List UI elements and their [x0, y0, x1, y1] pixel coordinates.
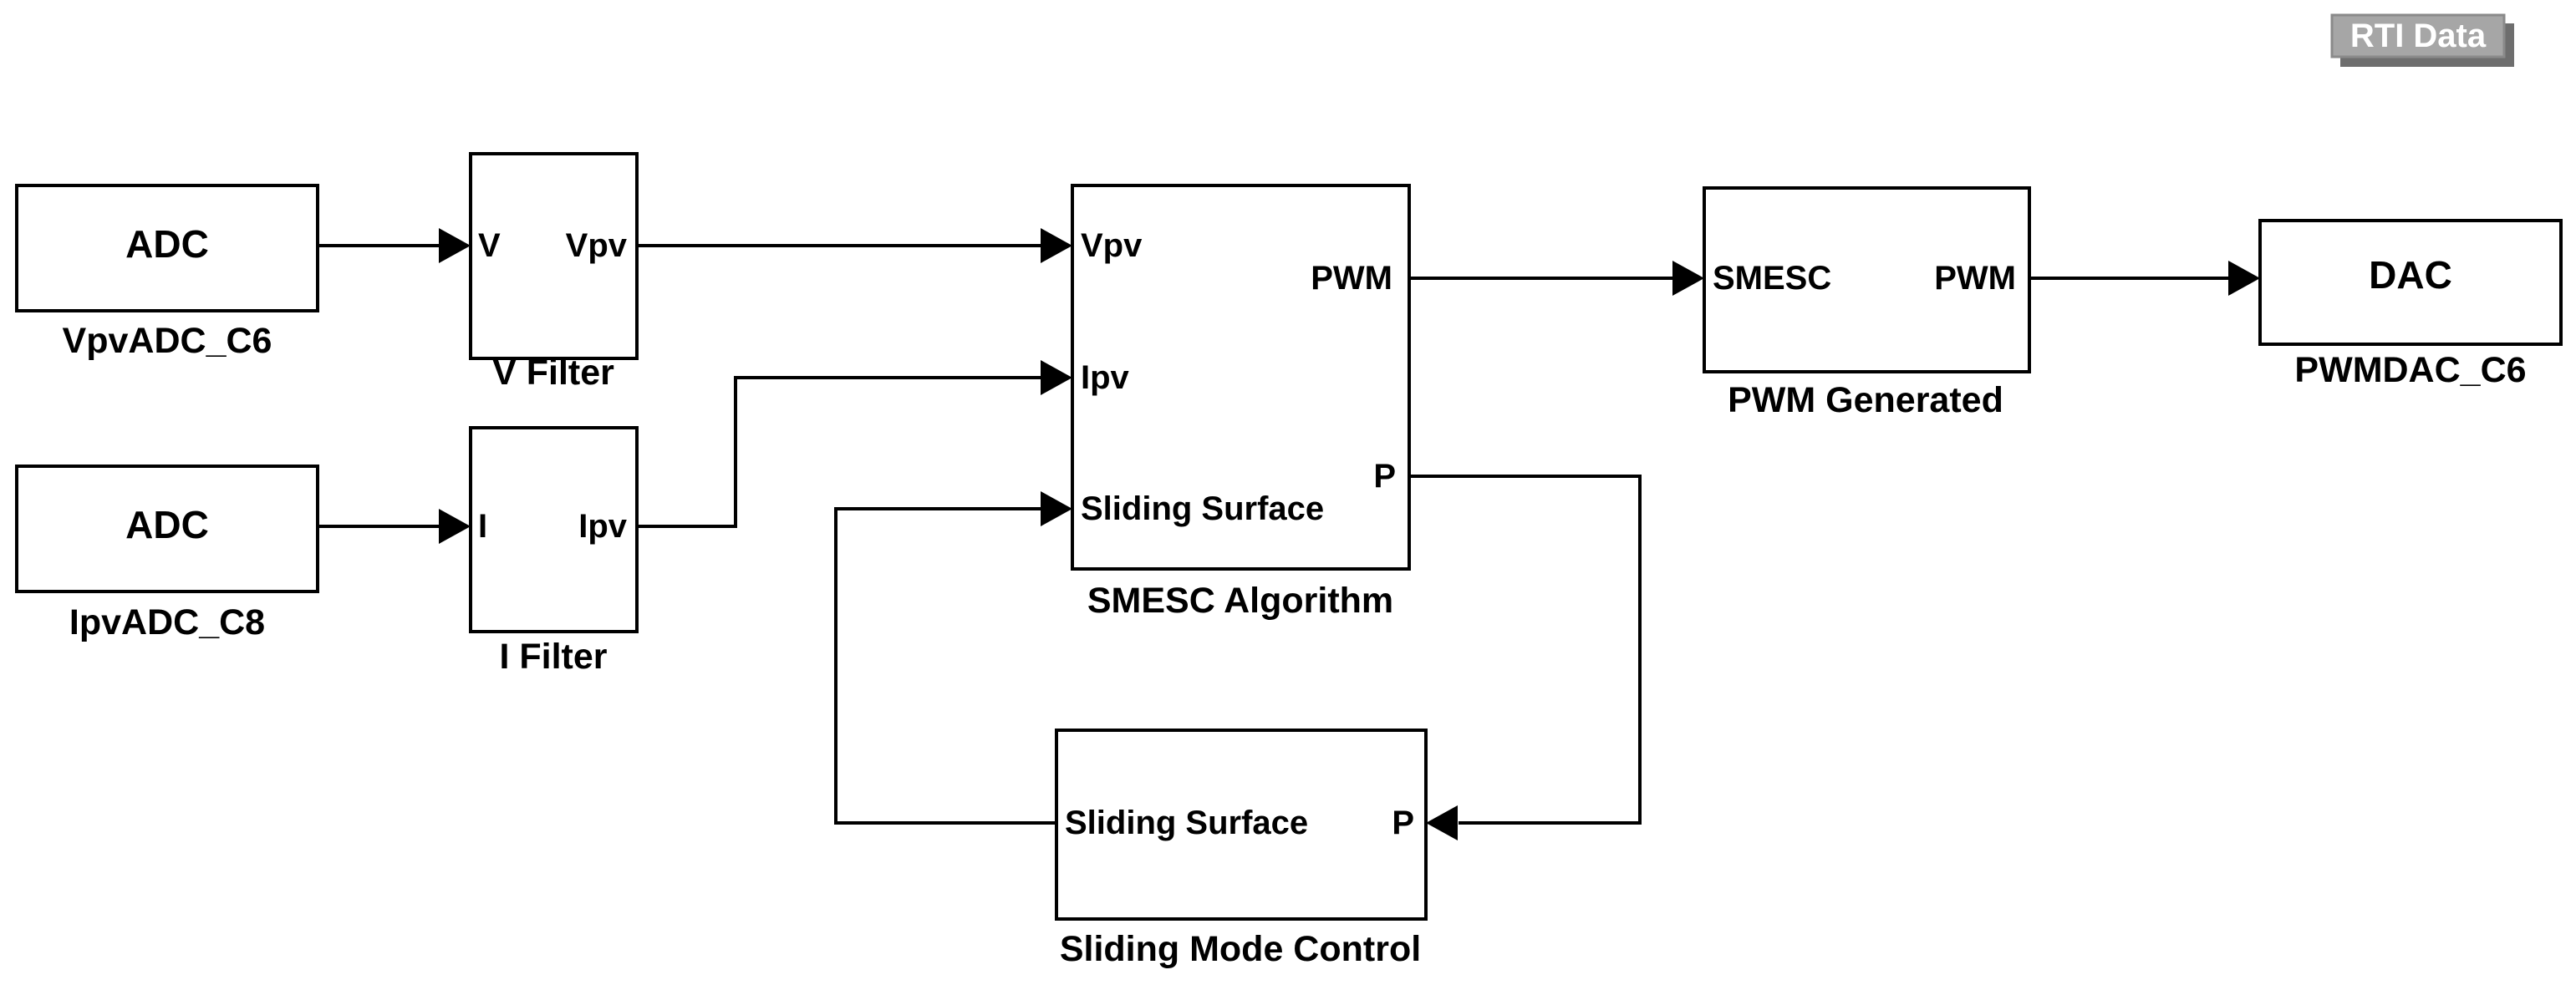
arrow-smesc-vpv-in [1041, 228, 1072, 263]
ipvadc-box [15, 465, 319, 593]
rti-data-badge-face [2330, 13, 2506, 58]
v-filter-in-port: V [478, 227, 501, 264]
arrow-smesc-sliding-in [1041, 491, 1072, 526]
pwm-generated-out-port: PWM [1934, 260, 2016, 297]
pwmdac-inner-label: DAC [2369, 253, 2452, 297]
ipvadc-name: IpvADC_C8 [69, 602, 265, 642]
pwmdac-box [2258, 219, 2563, 346]
block-pwm-generated[interactable]: SMESC PWM PWM Generated [1703, 186, 2031, 420]
arrow-ifilter-in [439, 509, 471, 544]
arrow-vfilter-in [439, 228, 471, 263]
smc-p-port: P [1392, 805, 1414, 841]
smesc-pwm-port: PWM [1311, 260, 1392, 297]
pwm-generated-name: PWM Generated [1728, 380, 2003, 420]
smesc-ipv-port: Ipv [1081, 359, 1130, 396]
arrow-pwmgen-in [1672, 261, 1704, 296]
vpvadc-name: VpvADC_C6 [63, 321, 272, 361]
wire-ifilter-to-smesc [637, 376, 1042, 528]
vpvadc-box [15, 184, 319, 312]
rti-data-badge[interactable]: RTI Data [2330, 13, 2514, 67]
smesc-box [1071, 184, 1411, 571]
i-filter-in-port: I [478, 508, 487, 545]
i-filter-name: I Filter [499, 637, 607, 677]
smc-box [1055, 729, 1428, 921]
smesc-vpv-port: Vpv [1081, 227, 1143, 264]
v-filter-out-port: Vpv [566, 227, 628, 264]
block-sliding-mode-control[interactable]: P Sliding Surface Sliding Mode Control [1055, 729, 1428, 969]
smesc-sliding-surface-port: Sliding Surface [1081, 490, 1324, 527]
arrow-smc-p-in [1426, 805, 1458, 840]
arrow-dac-in [2228, 261, 2260, 296]
block-smesc-algorithm[interactable]: Vpv Ipv Sliding Surface PWM P SMESC Algo… [1071, 184, 1411, 621]
rti-data-label: RTI Data [2350, 18, 2487, 54]
wire-smc-to-smesc [834, 507, 1056, 825]
i-filter-box [469, 426, 639, 633]
ipvadc-inner-label: ADC [125, 503, 209, 546]
pwmdac-name: PWMDAC_C6 [2294, 350, 2526, 390]
block-v-filter[interactable]: V Vpv V Filter [469, 152, 639, 393]
smc-sliding-surface-port: Sliding Surface [1065, 805, 1308, 841]
block-vpvadc-c6[interactable]: ADC VpvADC_C6 [15, 184, 319, 361]
smesc-name: SMESC Algorithm [1087, 581, 1393, 621]
smesc-p-port: P [1373, 458, 1396, 495]
pwm-generated-box [1703, 186, 2031, 373]
block-pwmdac-c6[interactable]: DAC PWMDAC_C6 [2258, 219, 2563, 390]
block-ipvadc-c8[interactable]: ADC IpvADC_C8 [15, 465, 319, 642]
arrowheads [439, 228, 2260, 840]
v-filter-box [469, 152, 639, 360]
smc-name: Sliding Mode Control [1060, 929, 1421, 969]
v-filter-name: V Filter [492, 353, 614, 393]
i-filter-out-port: Ipv [578, 508, 628, 545]
arrow-smesc-ipv-in [1041, 360, 1072, 395]
block-i-filter[interactable]: I Ipv I Filter [469, 426, 639, 677]
signal-lines [318, 244, 2230, 825]
pwm-generated-in-port: SMESC [1713, 260, 1831, 297]
wire-smesc-p-to-smc [1409, 475, 1642, 825]
vpvadc-inner-label: ADC [125, 222, 209, 266]
